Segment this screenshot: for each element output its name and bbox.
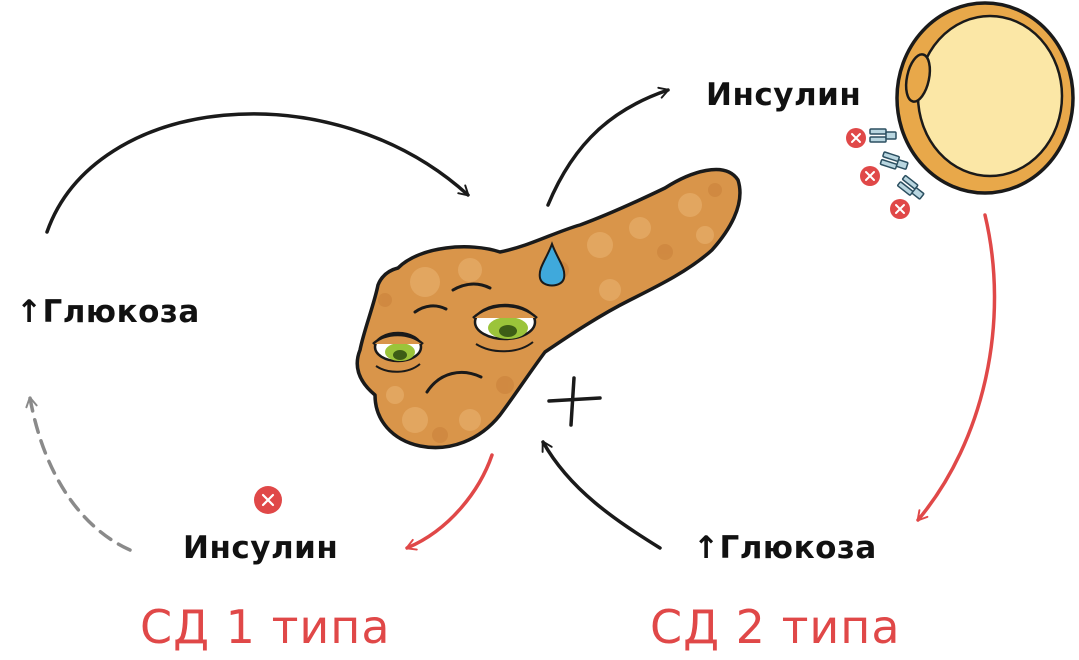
arrow-insulin-to-glucose-dashed xyxy=(30,398,130,550)
arrow-pancreas-to-insulin xyxy=(548,90,668,205)
red-x-circle-icon-1 xyxy=(846,128,866,148)
red-x-circle-icon-insulin xyxy=(254,486,282,514)
plus-sign-icon xyxy=(549,378,600,425)
diabetes-type2-title: СД 2 типа xyxy=(650,604,901,650)
tired-pancreas-icon xyxy=(357,170,740,448)
glucose-label-right: ↑Глюкоза xyxy=(693,533,877,564)
arrow-glucose-to-pancreas-bottom xyxy=(543,442,660,548)
arrow-pancreas-to-insulin-red xyxy=(407,455,492,548)
red-x-circle-icon-2 xyxy=(860,166,880,186)
arrow-glucose-to-pancreas xyxy=(47,114,468,232)
cell-icon xyxy=(897,3,1073,193)
insulin-label-top: Инсулин xyxy=(706,80,861,111)
arrow-cell-to-glucose-red xyxy=(918,215,995,520)
red-x-circle-icon-3 xyxy=(890,199,910,219)
insulin-label-bottom: Инсулин xyxy=(183,533,338,564)
glucose-label-left: ↑Глюкоза xyxy=(16,297,200,328)
diabetes-type1-title: СД 1 типа xyxy=(140,604,391,650)
